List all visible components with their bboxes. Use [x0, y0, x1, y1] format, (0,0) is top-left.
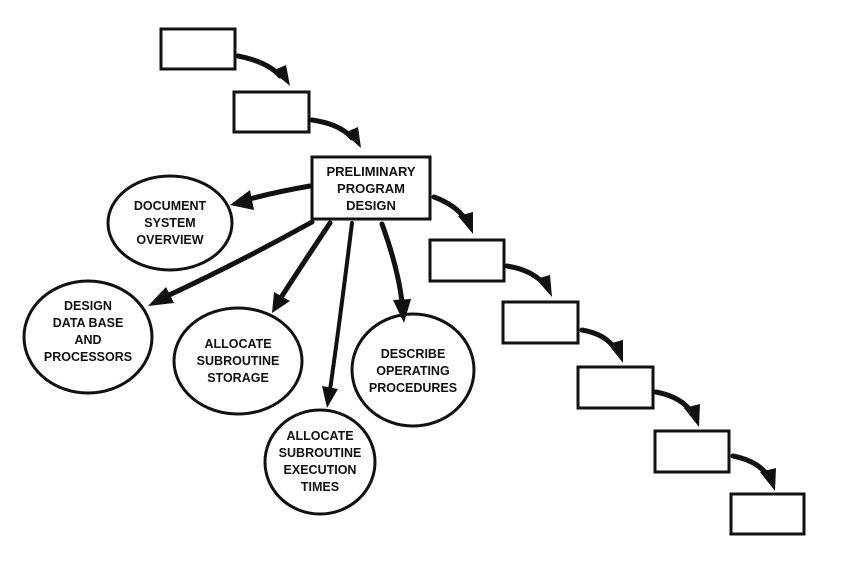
main-step-line-3: DESIGN	[346, 198, 396, 213]
waterfall-arrow-5	[579, 327, 623, 363]
main-step-line-2: PROGRAM	[337, 181, 405, 196]
task-document-system-overview: DOCUMENT SYSTEM OVERVIEW	[106, 174, 234, 272]
task-describe-operating-procedures: DESCRIBE OPERATING PROCEDURES	[350, 312, 476, 428]
arrow-to-allocate-subroutine-storage	[272, 220, 333, 313]
task-label-line: PROCEDURES	[369, 381, 457, 395]
waterfall-step-2	[232, 90, 311, 134]
waterfall-step-8	[729, 492, 806, 536]
arrow-to-document-system-overview	[230, 183, 313, 210]
arrow-to-describe-operating-procedures	[379, 221, 411, 323]
waterfall-arrow-2	[309, 117, 361, 148]
task-label-line: ALLOCATE	[204, 337, 271, 351]
task-label-line: TIMES	[301, 480, 339, 494]
task-design-data-base: DESIGN DATA BASE AND PROCESSORS	[22, 279, 154, 395]
task-label-line: OVERVIEW	[136, 233, 203, 247]
main-step-line-1: PRELIMINARY	[326, 164, 415, 179]
task-label-line: DOCUMENT	[134, 199, 207, 213]
task-label-line: STORAGE	[207, 371, 269, 385]
waterfall-arrow-4	[504, 263, 552, 297]
waterfall-step-1	[159, 27, 237, 71]
task-label-line: AND	[74, 333, 101, 347]
task-label-line: SUBROUTINE	[197, 354, 280, 368]
waterfall-step-5	[501, 300, 580, 345]
waterfall-arrow-7	[730, 453, 776, 491]
task-label-line: EXECUTION	[284, 463, 357, 477]
waterfall-arrow-3	[431, 194, 473, 234]
arrow-to-design-data-base	[148, 219, 315, 306]
waterfall-arrow-1	[235, 53, 290, 86]
task-label-line: DATA BASE	[53, 316, 124, 330]
arrow-to-allocate-subroutine-execution-times	[322, 221, 354, 408]
preliminary-program-design-box: PRELIMINARY PROGRAM DESIGN	[310, 155, 432, 221]
task-label-line: ALLOCATE	[286, 429, 353, 443]
task-allocate-subroutine-storage: ALLOCATE SUBROUTINE STORAGE	[172, 306, 304, 416]
task-label-line: SUBROUTINE	[279, 446, 362, 460]
waterfall-step-4	[428, 238, 506, 283]
task-allocate-subroutine-execution-times: ALLOCATE SUBROUTINE EXECUTION TIMES	[263, 408, 377, 516]
task-label-line: OPERATING	[376, 364, 449, 378]
waterfall-arrow-6	[653, 389, 700, 427]
task-label-line: DESIGN	[64, 299, 112, 313]
waterfall-step-6	[576, 365, 655, 410]
task-label-line: SYSTEM	[144, 216, 195, 230]
task-label-line: PROCESSORS	[44, 350, 132, 364]
task-label-line: DESCRIBE	[381, 347, 446, 361]
waterfall-step-7	[653, 429, 731, 474]
